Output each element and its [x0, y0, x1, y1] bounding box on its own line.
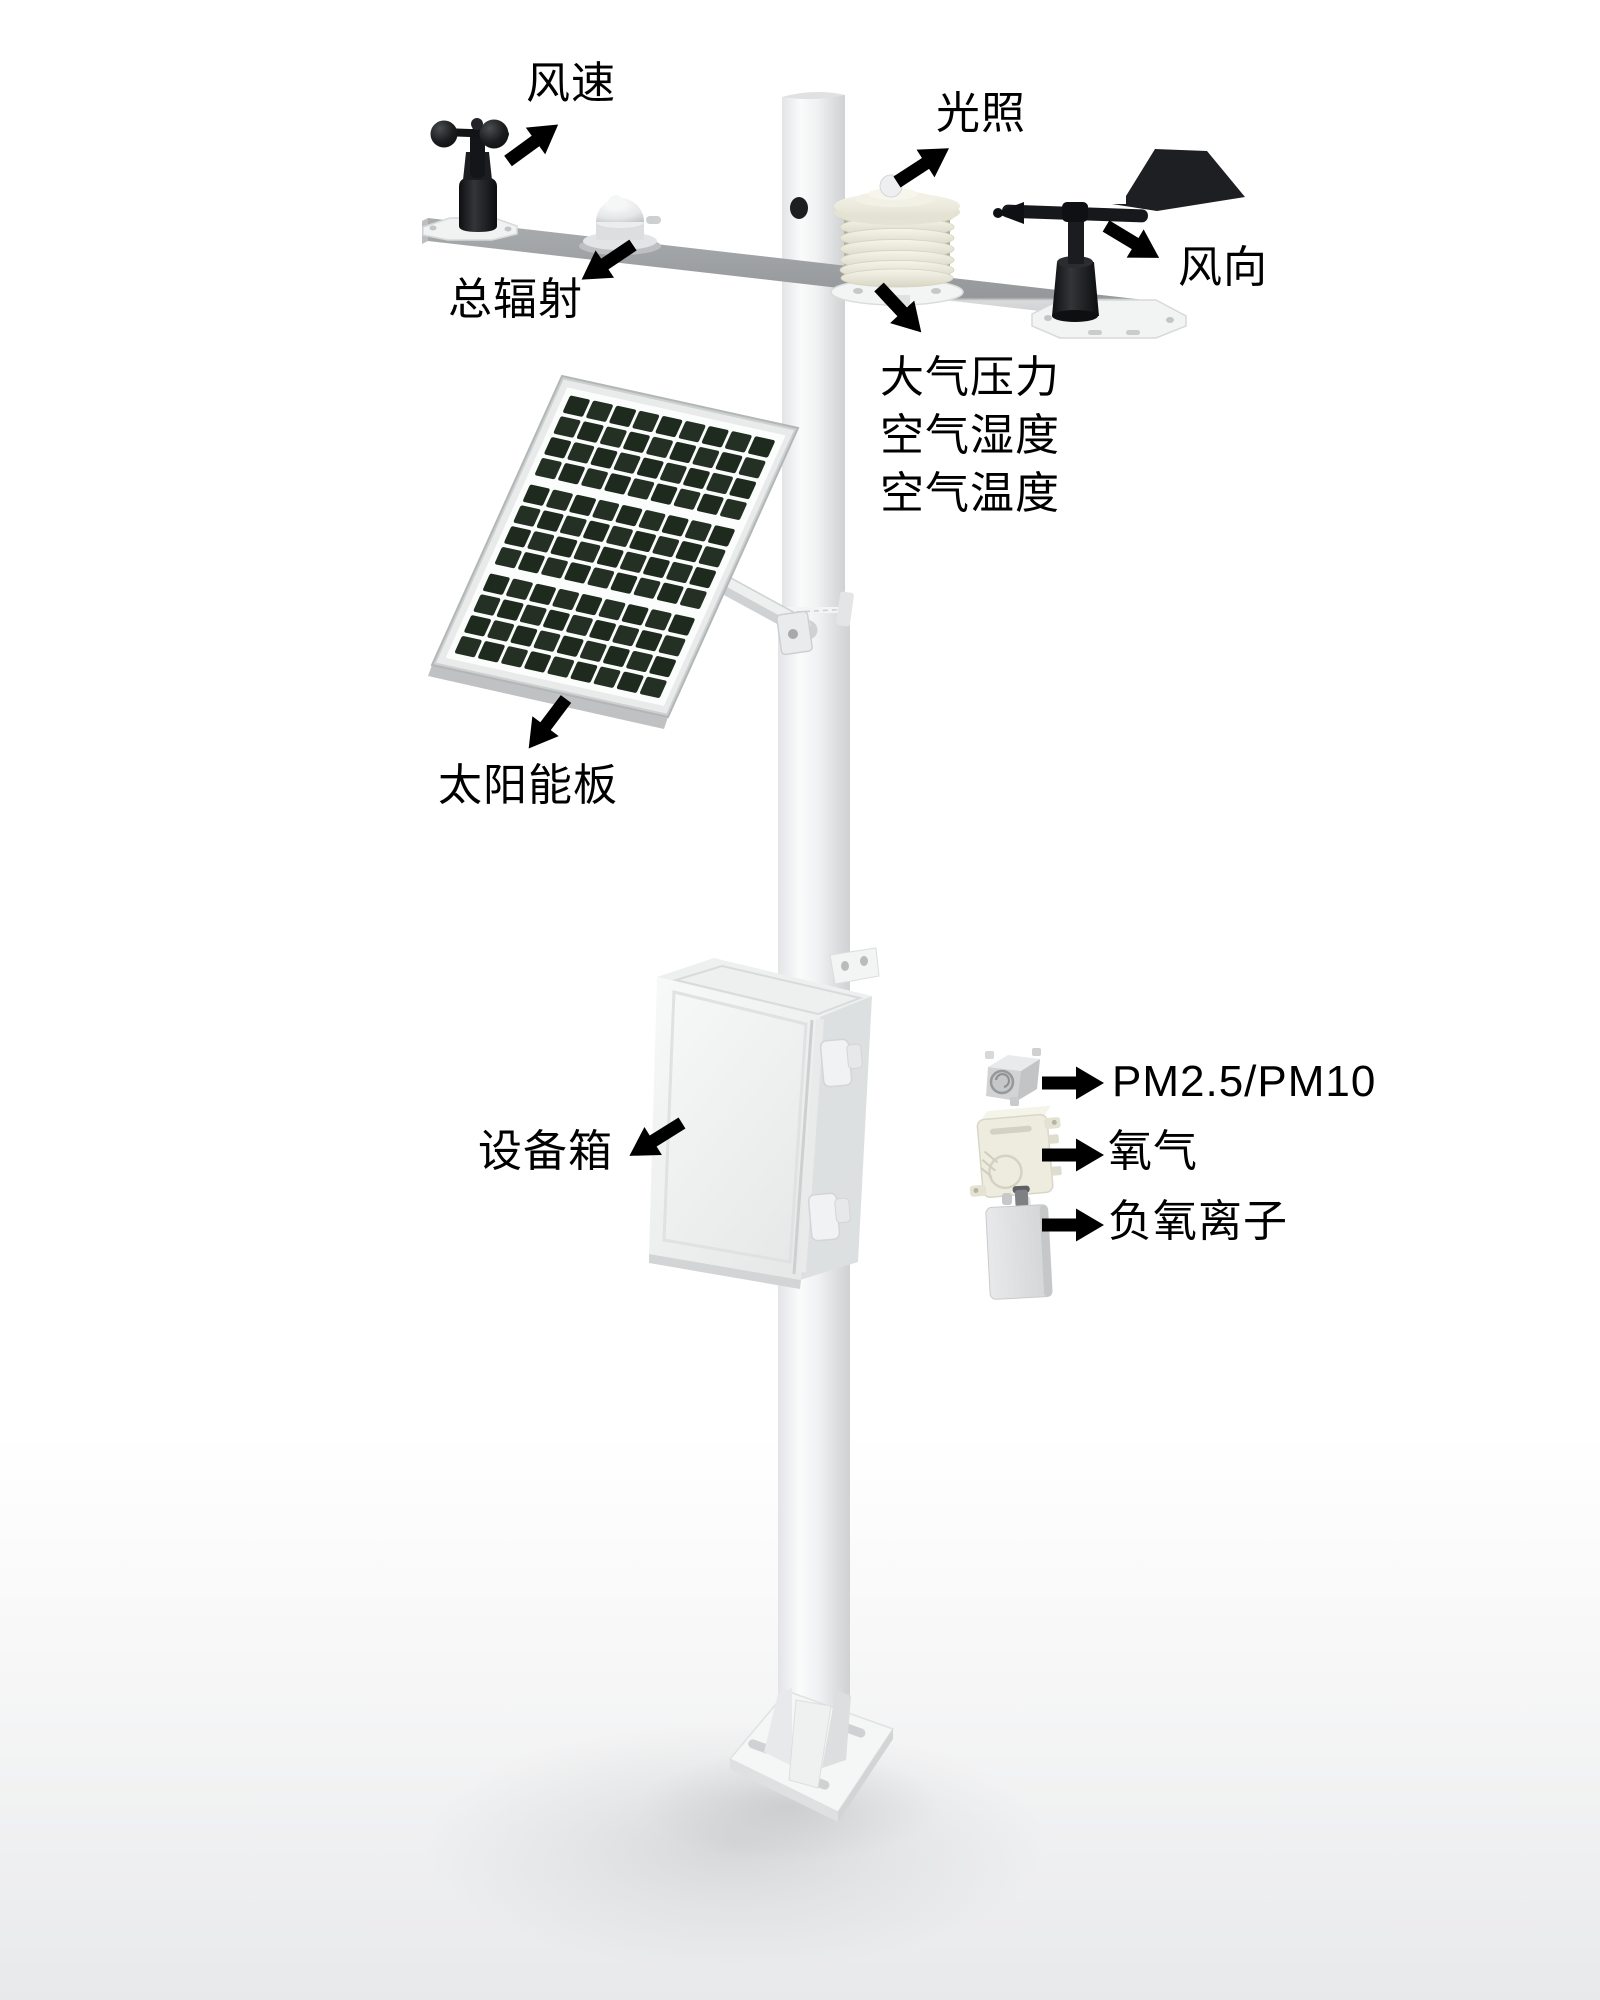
label-air-humidity: 空气湿度 — [880, 411, 1060, 460]
pm-arrow-icon — [1042, 1066, 1104, 1100]
negative-ion-sensor — [985, 1185, 1053, 1300]
wind-vane — [993, 149, 1245, 339]
label-negative-ion: 负氧离子 — [1108, 1197, 1288, 1246]
anemometer — [422, 118, 518, 241]
solar-cells — [455, 395, 775, 698]
label-light: 光照 — [936, 89, 1026, 138]
oxygen-sensor-connector — [1002, 1193, 1012, 1205]
main-pole — [777, 91, 851, 1707]
box-hinge-lower — [807, 1192, 851, 1242]
solar-panel — [428, 374, 800, 729]
wind-speed-arrow-icon — [498, 111, 568, 175]
label-wind-direction: 风向 — [1178, 243, 1268, 292]
label-air-pressure: 大气压力 — [880, 353, 1060, 402]
label-atmosphere-group: 大气压力 空气湿度 空气温度 — [880, 352, 1060, 526]
oxygen-sensor — [969, 1105, 1062, 1198]
pm-sensor — [985, 1048, 1041, 1106]
label-wind-speed: 风速 — [526, 59, 616, 108]
equipment-box — [649, 947, 880, 1289]
label-total-radiation: 总辐射 — [448, 275, 583, 324]
negative-ion-arrow-icon — [1042, 1208, 1104, 1242]
label-pm: PM2.5/PM10 — [1112, 1057, 1377, 1106]
base-plate — [728, 1688, 895, 1822]
label-oxygen: 氧气 — [1108, 1127, 1198, 1176]
radiation-shield — [830, 174, 964, 306]
label-air-temperature: 空气温度 — [880, 469, 1060, 518]
pole-hole — [790, 197, 808, 219]
box-hinge-upper — [819, 1038, 863, 1088]
label-solar-panel: 太阳能板 — [438, 761, 618, 810]
label-equipment-box: 设备箱 — [478, 1127, 613, 1176]
